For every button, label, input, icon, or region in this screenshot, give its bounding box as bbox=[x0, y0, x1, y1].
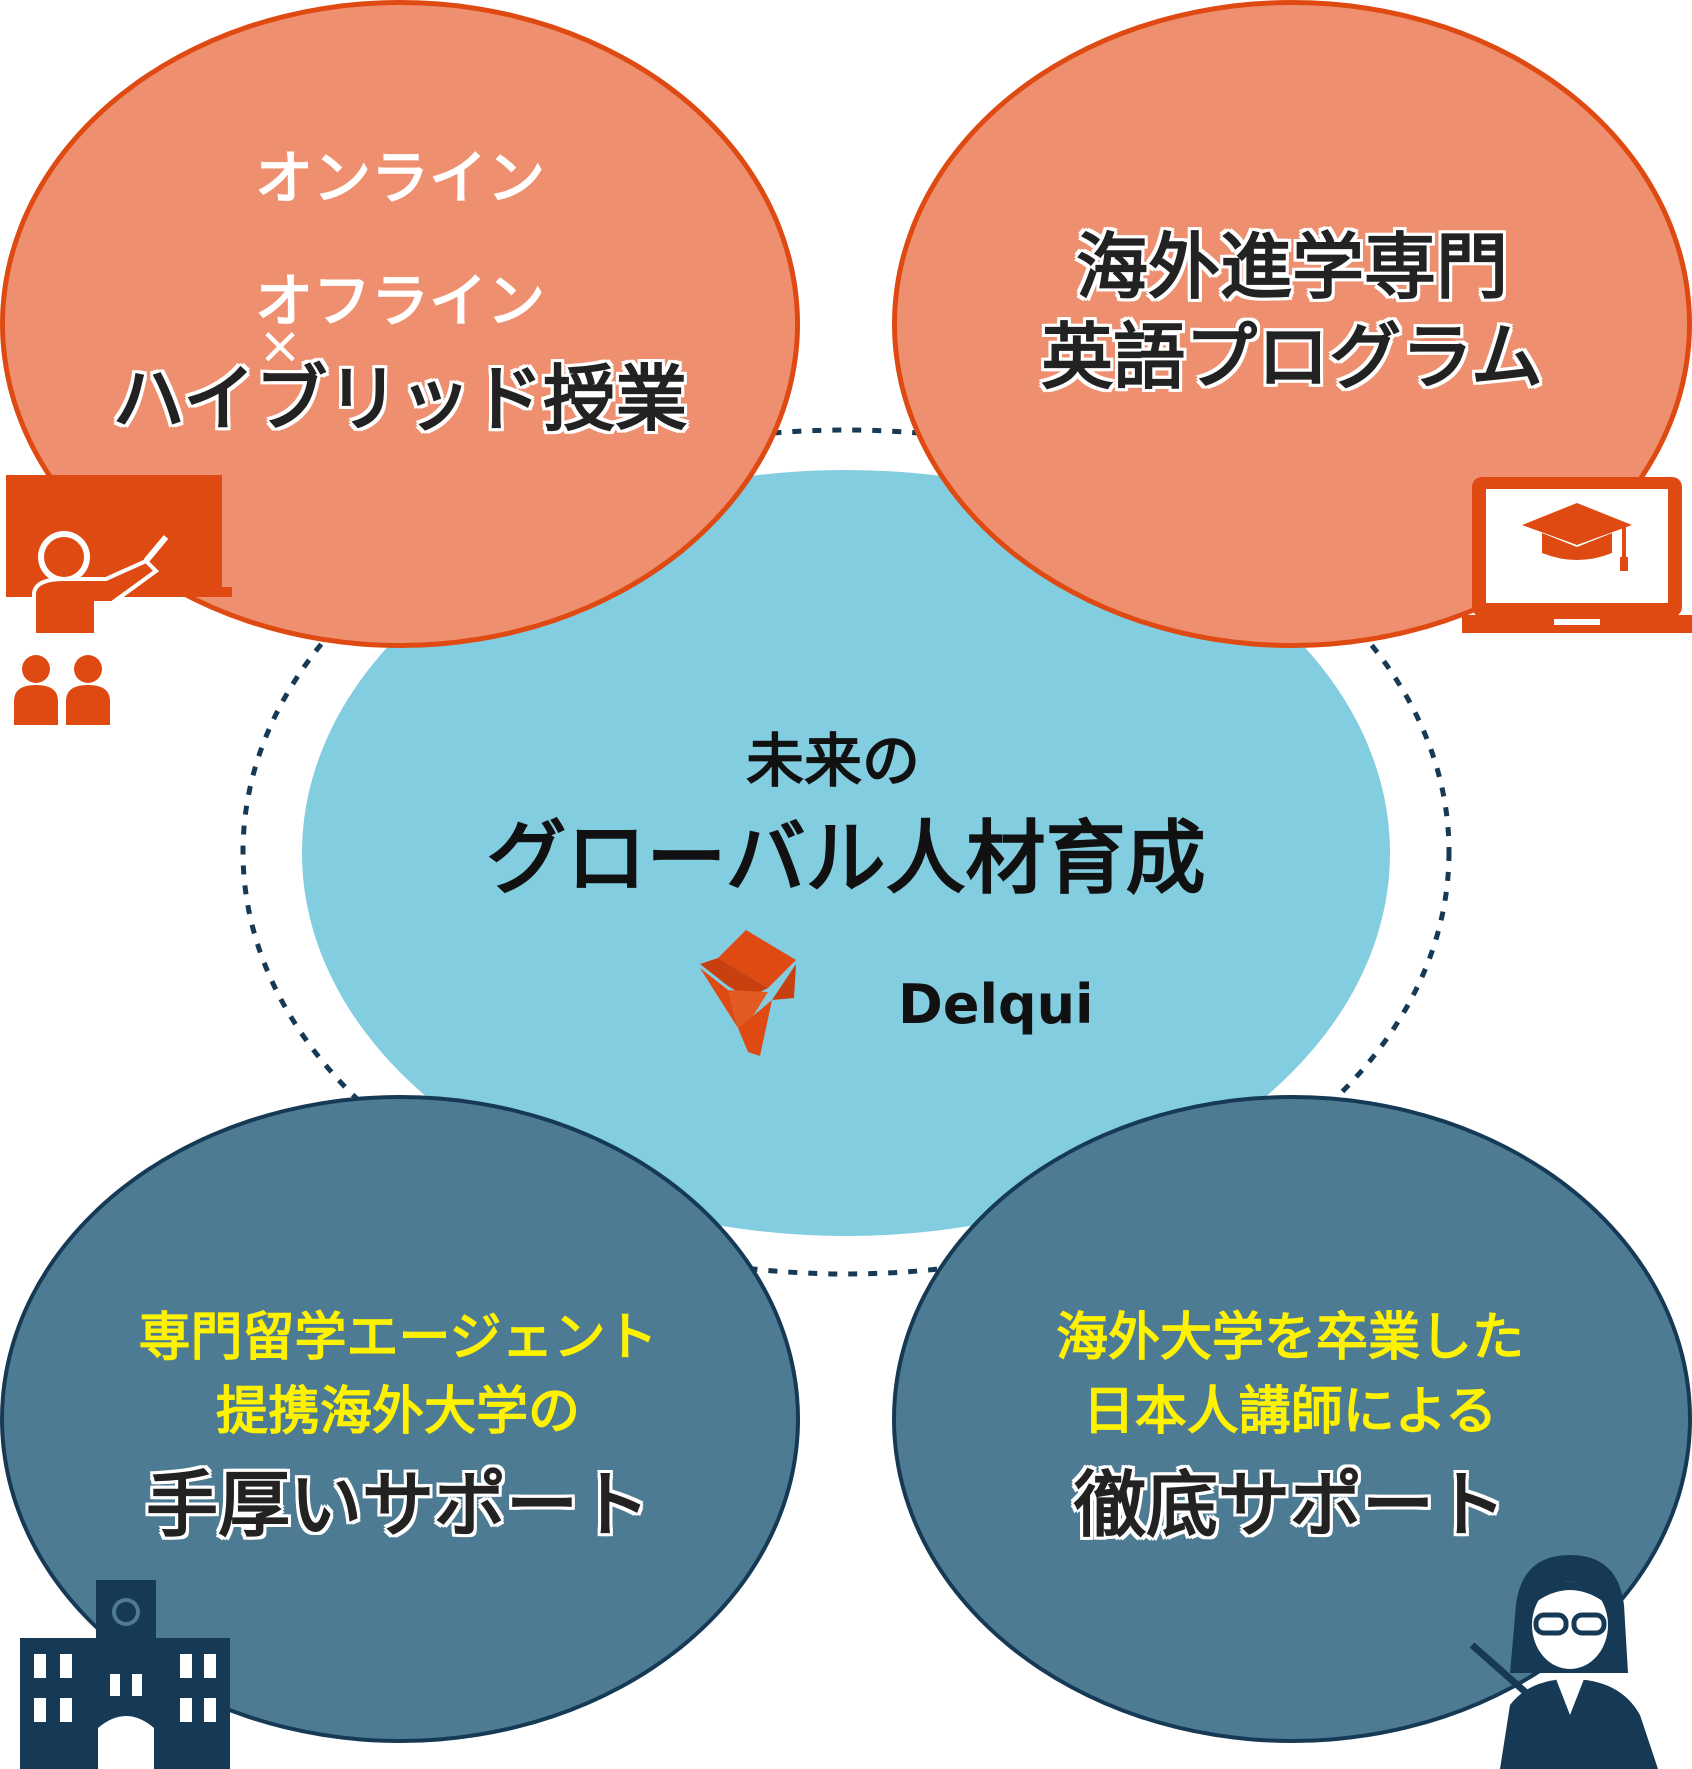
center-title-line2: グローバル人材育成 bbox=[486, 812, 1206, 905]
graduate-label: 海外大学を卒業した bbox=[1055, 1308, 1525, 1368]
full-support-label: 徹底サポート bbox=[1073, 1463, 1507, 1547]
thorough-support-label: 手厚いサポート bbox=[145, 1463, 651, 1547]
logo-text: Delqui bbox=[898, 973, 1094, 1036]
online-label: オンライン bbox=[254, 144, 546, 212]
female-teacher-pointer-icon bbox=[1470, 1555, 1658, 1769]
delqui-cube-logo-icon bbox=[700, 930, 796, 1056]
offline-label: オフライン bbox=[254, 267, 546, 335]
center-title-line1: 未来の bbox=[745, 727, 921, 795]
agent-label: 専門留学エージェント bbox=[138, 1308, 658, 1368]
japanese-teacher-label: 日本人講師による bbox=[1082, 1382, 1498, 1442]
hybrid-class-label: ハイブリッド授業 bbox=[112, 357, 688, 441]
teacher-blackboard-icon bbox=[6, 475, 232, 725]
overseas-study-label: 海外進学専門 bbox=[1075, 225, 1509, 309]
partner-univ-label: 提携海外大学の bbox=[215, 1382, 581, 1442]
english-program-label: 英語プログラム bbox=[1041, 315, 1543, 399]
university-building-icon bbox=[20, 1580, 230, 1769]
cross-mark: × bbox=[258, 316, 302, 376]
laptop-graduation-cap-icon bbox=[1462, 477, 1692, 633]
